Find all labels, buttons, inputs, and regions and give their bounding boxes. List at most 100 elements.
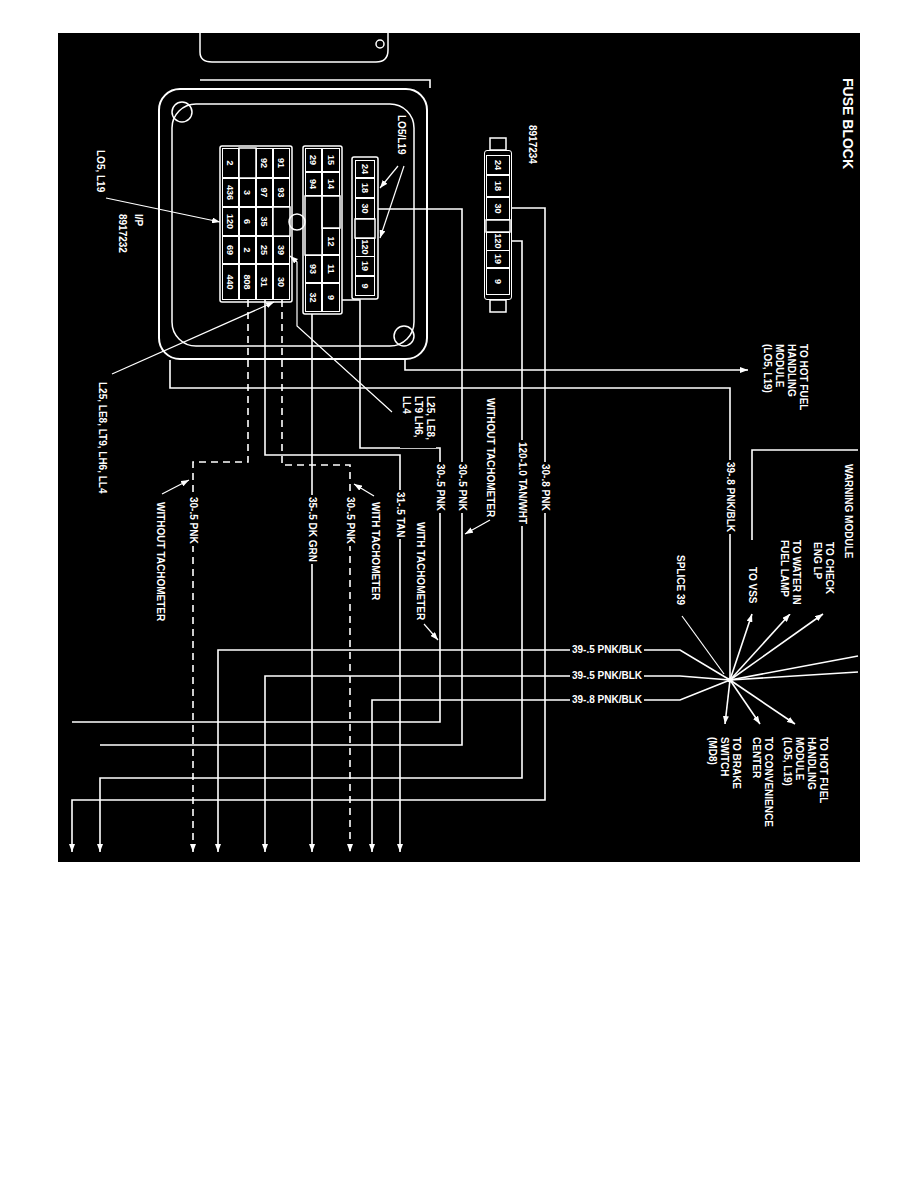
cavity-number: 808 xyxy=(243,274,253,289)
wire xyxy=(730,656,858,680)
cavity-number: 19 xyxy=(360,261,370,271)
wire xyxy=(372,680,730,852)
wire xyxy=(218,650,730,852)
leader-line xyxy=(162,480,189,494)
wire xyxy=(170,360,730,680)
terminal-cavity: 30 xyxy=(355,198,375,219)
cavity-number: 91 xyxy=(277,158,287,168)
terminal-cavity: 24 xyxy=(486,155,510,175)
wire xyxy=(730,614,752,680)
fuse-block-housing: I/P8917232241830120199151412119299493329… xyxy=(158,88,428,360)
terminal-cavity: 120 xyxy=(486,232,510,251)
connector-latch xyxy=(490,300,506,312)
mounting-ear xyxy=(172,102,192,122)
destination-label: TO CHECK ENG LP xyxy=(811,540,835,604)
cavity-number: 120 xyxy=(493,233,503,248)
connector-latch xyxy=(490,138,506,150)
terminal-cavity: 2 xyxy=(239,236,256,264)
cavity-number: 18 xyxy=(360,183,370,193)
wire xyxy=(265,676,730,852)
terminal-cavity: 92 xyxy=(256,148,273,178)
cavity-number: 440 xyxy=(226,274,236,289)
terminal-cavity: 120 xyxy=(355,238,375,257)
cavity-number: 92 xyxy=(260,158,270,168)
terminal-cavity: 11 xyxy=(322,255,340,283)
terminal-cavity: 19 xyxy=(486,250,510,268)
cavity-number: 29 xyxy=(309,155,319,165)
option-callout: WITHOUT TACHOMETER xyxy=(484,396,496,519)
terminal-cavity: 24 xyxy=(355,160,375,178)
cavity-number: 2 xyxy=(226,160,236,165)
cavity-number: 12 xyxy=(326,236,336,246)
diagram-title: FUSE BLOCK xyxy=(840,78,856,169)
cavity-number: 120 xyxy=(360,239,370,254)
destination-label: TO WATER IN FUEL LAMP xyxy=(778,538,802,614)
wire-label: 31-.5 TAN xyxy=(394,490,406,539)
destination-label: TO VSS xyxy=(746,565,758,606)
empty-cavity xyxy=(355,219,375,238)
terminal-cavity: 32 xyxy=(305,283,322,312)
option-callout: LO5/L19 xyxy=(395,113,407,156)
terminal-cavity: 30 xyxy=(486,197,510,220)
cavity-number: 31 xyxy=(260,277,270,287)
splice-dot xyxy=(728,678,733,683)
terminal-cavity: 69 xyxy=(222,236,239,264)
cavity-number: 9 xyxy=(326,295,336,300)
option-callout: WITHOUT TACHOMETER xyxy=(154,500,166,623)
cavity-number: 30 xyxy=(277,277,287,287)
wire-label: 39-.8 PNK/BLK xyxy=(724,460,736,534)
empty-cavity xyxy=(305,196,322,255)
cavity-number: 94 xyxy=(309,179,319,189)
terminal-cavity: 29 xyxy=(305,148,322,172)
wire-label: 30-.5 PNK xyxy=(456,462,468,513)
empty-cavity xyxy=(273,207,290,236)
cavity-number: 18 xyxy=(493,181,503,191)
leader-line xyxy=(112,302,274,374)
part-number: 8917234 xyxy=(526,125,538,164)
terminal-cavity: 808 xyxy=(239,264,256,300)
terminal-cavity: 440 xyxy=(222,264,239,300)
cavity-number: 35 xyxy=(260,216,270,226)
locating-hole xyxy=(289,214,305,230)
empty-cavity xyxy=(239,148,256,178)
terminal-cavity: 120 xyxy=(222,207,239,236)
terminal-cavity: 25 xyxy=(256,236,273,264)
wire xyxy=(730,672,858,680)
leader-line xyxy=(380,166,404,238)
terminal-cavity: 39 xyxy=(273,236,290,264)
cavity-number: 25 xyxy=(260,245,270,255)
cavity-number: 24 xyxy=(360,164,370,174)
wire xyxy=(72,208,545,852)
wire-label: 30-.5 PNK xyxy=(434,462,446,513)
terminal-cavity: 14 xyxy=(322,172,340,196)
part-number: 8917232 xyxy=(116,214,128,253)
wire xyxy=(200,80,430,88)
terminal-cavity: 94 xyxy=(305,172,322,196)
option-callout: WITH TACHOMETER xyxy=(414,520,426,622)
fuse-block-inner-outline xyxy=(172,104,414,346)
wire-label: 39-.5 PNK/BLK xyxy=(570,670,644,682)
splice-label: SPLICE 39 xyxy=(674,553,686,607)
wire-label: 120-1.0 TAN/WHT xyxy=(516,440,528,526)
cavity-number: 24 xyxy=(493,160,503,170)
terminal-cavity: 30 xyxy=(273,264,290,300)
cavity-number: 97 xyxy=(260,187,270,197)
cavity-number: 39 xyxy=(277,245,287,255)
mounting-ear xyxy=(394,326,414,346)
terminal-cavity: 18 xyxy=(355,178,375,198)
wire xyxy=(725,680,730,724)
cavity-number: 6 xyxy=(243,219,253,224)
terminal-cavity: 93 xyxy=(273,178,290,207)
wire xyxy=(405,360,748,370)
part-number: I/P xyxy=(132,214,144,226)
empty-cavity xyxy=(322,196,340,228)
terminal-cavity: 91 xyxy=(273,148,290,178)
cavity-region xyxy=(220,146,292,302)
panel-cutout xyxy=(200,33,388,62)
leader-line xyxy=(354,484,374,496)
cavity-region xyxy=(303,146,342,314)
wire xyxy=(311,314,313,852)
option-callout: LO5, L19 xyxy=(94,148,106,194)
wire-label: 30-.5 PNK xyxy=(344,495,356,546)
cavity-number: 9 xyxy=(360,283,370,288)
